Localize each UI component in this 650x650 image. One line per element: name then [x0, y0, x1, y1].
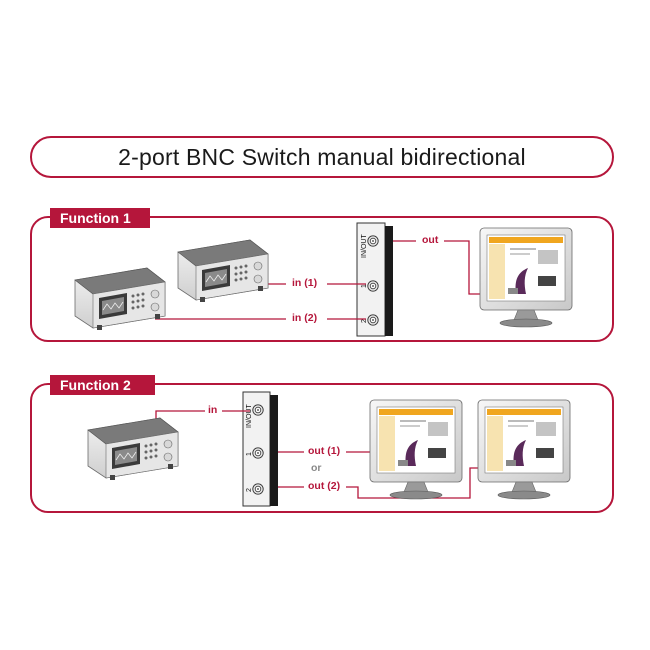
port-label-1: 1 [246, 452, 253, 456]
bnc-port-inout-icon [367, 235, 379, 247]
port-label-inout: IN/OUT [246, 404, 253, 428]
bnc-switch-2: IN/OUT 1 2 [242, 391, 278, 507]
bnc-port-2-icon [252, 483, 264, 495]
label-in: in [208, 404, 218, 416]
diagram-title: 2-port BNC Switch manual bidirectional [118, 143, 526, 170]
bnc-port-1-icon [367, 280, 379, 292]
function-2-tab: Function 2 [50, 375, 155, 395]
label-in-2: in (2) [292, 312, 318, 324]
function-1-tab: Function 1 [50, 208, 150, 228]
oscilloscope-device-icon [74, 267, 166, 331]
monitor-icon [479, 227, 573, 328]
port-label-inout: IN/OUT [361, 234, 368, 258]
function-2-panel [30, 383, 614, 513]
port-label-2: 2 [361, 319, 368, 323]
label-or: or [311, 462, 322, 474]
title-box: 2-port BNC Switch manual bidirectional [30, 136, 614, 178]
port-label-2: 2 [246, 488, 253, 492]
label-in-1: in (1) [292, 277, 318, 289]
oscilloscope-device-icon [177, 239, 269, 303]
label-out-1: out (1) [308, 445, 341, 457]
monitor-icon [477, 399, 571, 500]
label-out: out [422, 234, 439, 246]
bnc-port-2-icon [367, 314, 379, 326]
bnc-port-inout-icon [252, 404, 264, 416]
bnc-switch-1: IN/OUT 1 2 [356, 222, 393, 337]
monitor-icon [369, 399, 463, 500]
bnc-port-1-icon [252, 447, 264, 459]
port-label-1: 1 [361, 284, 368, 288]
label-out-2: out (2) [308, 480, 341, 492]
oscilloscope-device-icon [87, 417, 179, 481]
function-1-panel [30, 216, 614, 342]
